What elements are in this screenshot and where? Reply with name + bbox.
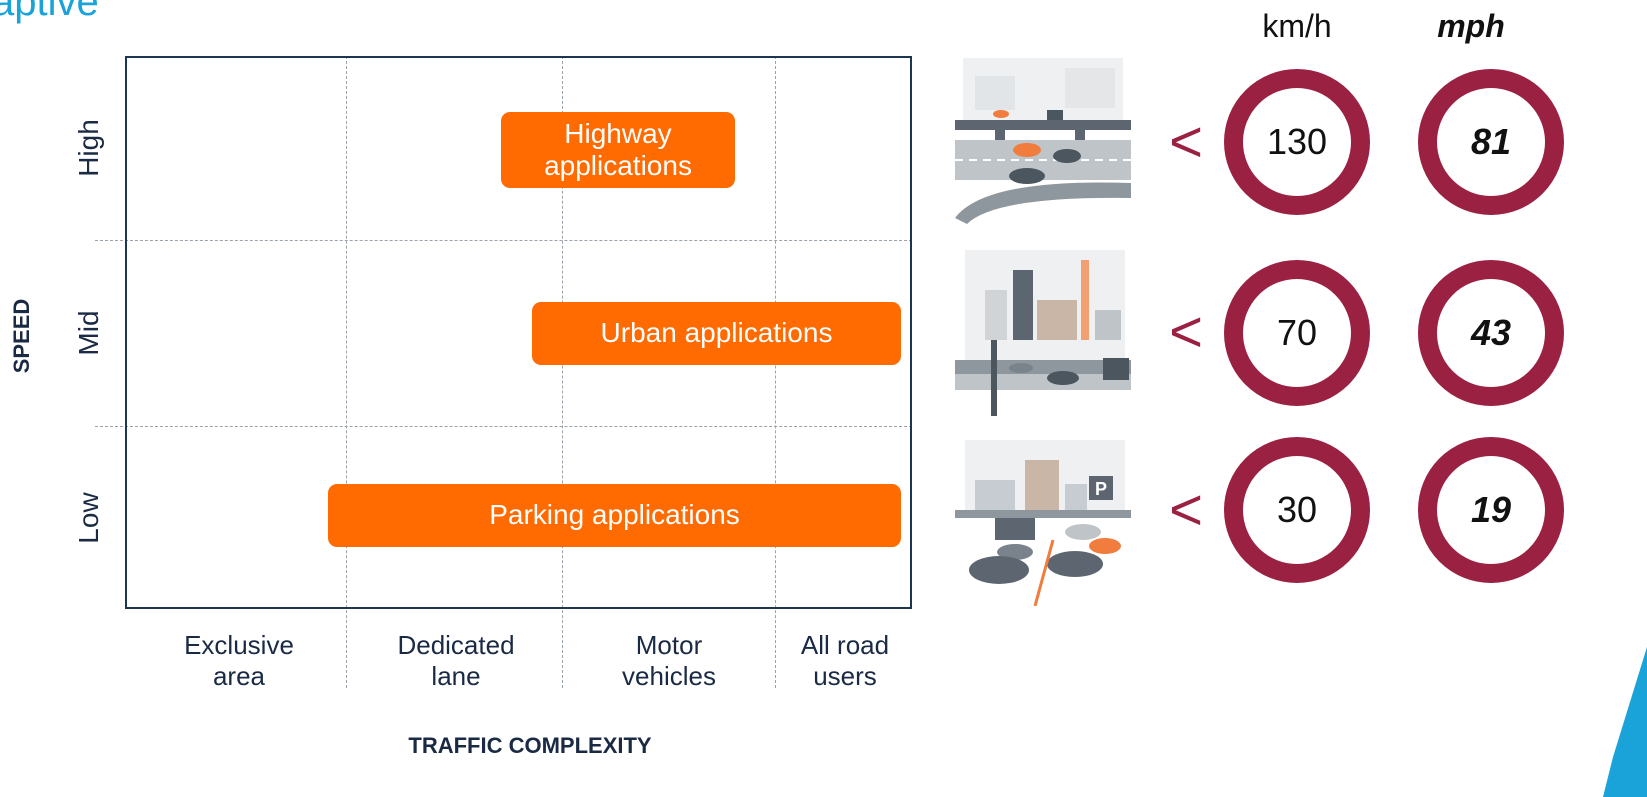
- corner-accent-shape: [1603, 647, 1647, 797]
- x-label-all-road-users: All road users: [800, 630, 890, 692]
- plot-frame: [125, 56, 912, 609]
- speed-sign-kmh-highway: 130: [1224, 69, 1370, 215]
- grid-line-high-mid: [95, 240, 912, 241]
- svg-text:P: P: [1095, 479, 1107, 499]
- bar-urban-applications: Urban applications: [532, 302, 901, 365]
- speed-sign-kmh-parking: 30: [1224, 437, 1370, 583]
- speed-sign-kmh-urban: 70: [1224, 260, 1370, 406]
- speed-value-mph-highway: 81: [1470, 121, 1512, 162]
- unit-kmh-header: km/h: [1262, 8, 1332, 44]
- speed-value-mph-urban: 43: [1470, 312, 1512, 353]
- x-label-dedicated-lane: Dedicated lane: [397, 630, 515, 692]
- unit-mph-header: mph: [1437, 8, 1505, 44]
- y-label-high: High: [73, 119, 104, 177]
- speed-sign-mph-urban: 43: [1418, 260, 1564, 406]
- grid-line-col-1: [346, 56, 347, 688]
- parking-scene-illustration: P: [955, 440, 1131, 606]
- title-fragment: aptive: [0, 0, 99, 24]
- y-label-low: Low: [73, 492, 104, 544]
- less-than-parking: <: [1169, 477, 1203, 543]
- y-axis-title: SPEED: [9, 298, 34, 374]
- speed-sign-mph-parking: 19: [1418, 437, 1564, 583]
- x-axis-title: TRAFFIC COMPLEXITY: [408, 733, 652, 758]
- grid-line-col-2: [562, 56, 563, 688]
- x-label-exclusive-area: Exclusive area: [184, 630, 294, 692]
- bar-parking-applications: Parking applications: [328, 484, 901, 547]
- city-scene-illustration: [955, 250, 1131, 416]
- bar-label-highway: Highway applications: [544, 117, 692, 181]
- speed-value-mph-parking: 19: [1470, 489, 1512, 530]
- highway-scene-illustration: [955, 58, 1131, 224]
- speed-value-kmh-highway: 130: [1266, 121, 1328, 162]
- bar-label-urban: Urban applications: [600, 317, 833, 349]
- y-label-mid: Mid: [73, 310, 104, 356]
- grid-line-mid-low: [95, 426, 912, 427]
- bar-highway-applications: Highway applications: [501, 112, 735, 188]
- less-than-urban: <: [1169, 299, 1203, 365]
- speed-value-kmh-urban: 70: [1276, 312, 1318, 353]
- grid-line-col-3: [775, 56, 776, 688]
- speed-sign-mph-highway: 81: [1418, 69, 1564, 215]
- speed-value-kmh-parking: 30: [1276, 489, 1318, 530]
- less-than-highway: <: [1169, 109, 1203, 175]
- x-label-motor-vehicles: Motor vehicles: [622, 630, 716, 692]
- bar-label-parking: Parking applications: [489, 499, 740, 531]
